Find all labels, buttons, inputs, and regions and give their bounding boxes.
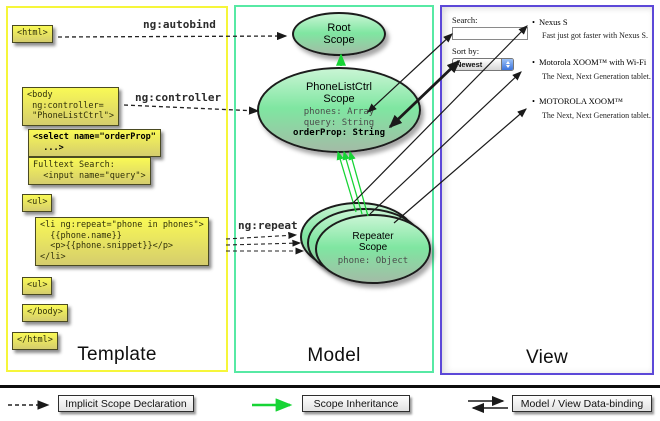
model-panel: Model [234,5,434,373]
select-stepper-icon [501,59,513,70]
code-box-html-open: <html> [12,25,53,43]
list-item-desc: The Next, Next Generation tablet. [542,72,651,81]
prop-phone: phone: Object [337,256,409,267]
prop-phones: phones: Array [303,107,375,118]
legend-implicit-label: Implicit Scope Declaration [58,395,194,412]
legend-binding-arrow-icon [468,395,508,414]
root-scope-title: Root [327,22,351,34]
view-panel-title: View [525,347,569,368]
root-scope-subtitle: Scope [323,34,355,46]
bullet-icon: • [532,17,535,27]
phonelistctrl-scope-ellipse: PhoneListCtrl Scope phones: Array query:… [257,67,421,153]
legend-binding-label: Model / View Data-binding [512,395,652,412]
code-box-html-close: </html> [12,332,58,350]
sort-select-value: Newest [456,60,483,69]
sort-select[interactable]: Newest [452,58,514,71]
code-box-body-open: <body ng:controller= "PhoneListCtrl"> [22,87,119,126]
phonelistctrl-scope-subtitle: Scope [323,93,355,106]
ng-autobind-label: ng:autobind [143,18,216,31]
prop-orderprop: orderProp: String [292,128,386,139]
list-item-title: •Nexus S [532,17,568,27]
code-box-li-repeat: <li ng:repeat="phone in phones"> {{phone… [35,217,209,266]
bullet-icon: • [532,57,535,67]
root-scope-ellipse: Root Scope [292,12,386,56]
repeater-scope-title: Repeater [352,231,394,243]
code-box-ul-close: <ul> [22,277,53,295]
list-item-desc: The Next, Next Generation tablet. [542,111,651,120]
ng-repeat-label: ng:repeat [238,219,298,232]
sort-by-label: Sort by: [452,46,480,56]
legend-inheritance-label: Scope Inheritance [302,395,410,412]
repeater-scope-subtitle: Scope [358,242,388,254]
search-input[interactable] [452,27,528,40]
code-box-fulltext-search: Fulltext Search: <input name="query"> [28,157,151,185]
prop-query: query: String [303,117,375,128]
code-box-select-orderprop: <select name="orderProp" ...> [28,129,161,157]
list-item-title: •Motorola XOOM™ with Wi-Fi [532,57,647,67]
phonelistctrl-scope-title: PhoneListCtrl [305,81,373,94]
code-box-body-close: </body> [22,304,68,322]
bullet-icon: • [532,96,535,106]
search-label: Search: [452,15,478,25]
list-item-title: •MOTOROLA XOOM™ [532,96,623,106]
repeater-scope-ellipse: Repeater Scope phone: Object [315,214,431,284]
list-item-desc: Fast just got faster with Nexus S. [542,31,648,40]
code-box-ul-open: <ul> [22,194,53,212]
ng-controller-label: ng:controller [135,91,222,104]
model-panel-title: Model [307,345,361,366]
template-panel-title: Template [77,344,157,365]
legend-divider [0,385,660,388]
